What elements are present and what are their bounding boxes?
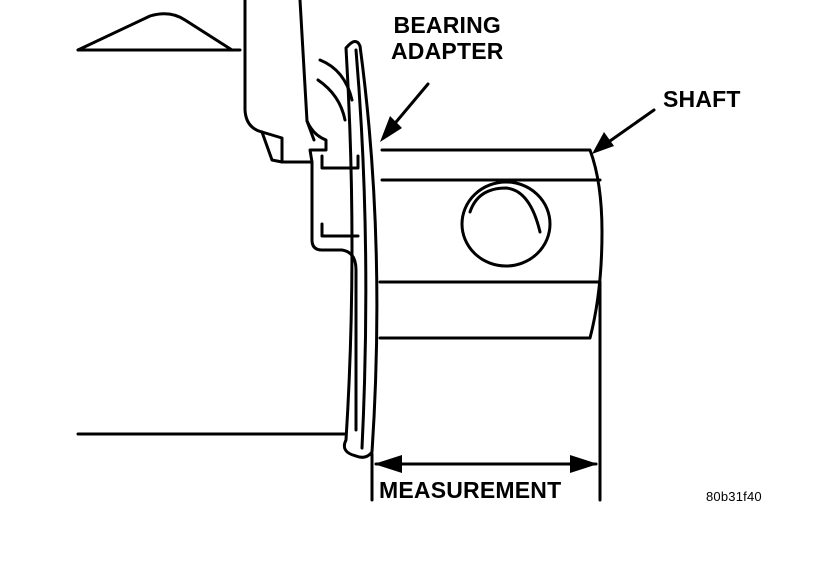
shaft-arrowhead [592,132,614,154]
measurement-arrow-left [374,455,402,473]
upper-tab [76,12,234,52]
housing-slot-upper [320,154,360,170]
measurement-arrow-right [570,455,598,473]
housing-body [310,160,358,432]
figure-id-label: 80b31f40 [706,489,762,504]
bracket-detail [260,119,316,164]
shaft-hole [460,180,552,268]
shaft-label: SHAFT [663,86,741,112]
measurement-label: MEASUREMENT [379,477,562,503]
shaft-outline [378,148,604,340]
bearing-adapter-label: BEARING ADAPTER [391,12,504,64]
bearing-adapter-label-line2: ADAPTER [391,38,504,64]
bearing-adapter-label-line1: BEARING [393,12,502,38]
bearing-adapter-arrowhead [380,116,402,142]
housing-inner-line [316,58,354,122]
bearing-adapter-plate [342,40,379,459]
housing-slot-lower [320,222,360,238]
bearing-adapter-inner-edge [354,48,368,450]
shaft-hole-inner [468,186,542,234]
